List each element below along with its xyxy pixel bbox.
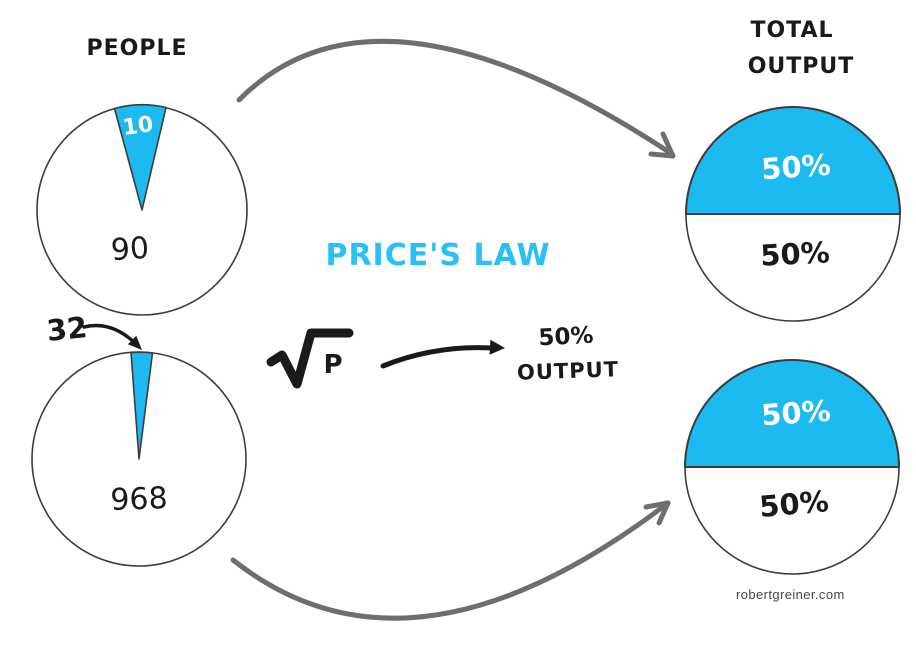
pie-people-top-small-slice-label: 10 <box>121 111 155 142</box>
pie-people-top-large-slice-label: 90 <box>109 230 151 269</box>
pie-people-bottom-small-slice-label: 32 <box>45 309 89 349</box>
formula-result-word: Output <box>516 357 620 385</box>
total-output-heading-line1: Total <box>750 18 834 43</box>
formula-result-arrow <box>380 345 495 369</box>
diagram-title: Price's Law <box>325 238 551 273</box>
sqrt-radical-icon <box>266 328 354 389</box>
pie-people-bottom-large-slice-label: 968 <box>109 481 169 518</box>
pie-output-top-half <box>685 106 901 215</box>
pie-output-top-blue-label: 50% <box>760 147 832 187</box>
label-32-pointer-arrowhead-icon <box>127 335 142 350</box>
sqrt-radicand-label: P <box>323 350 343 380</box>
formula-result-arrowhead-icon <box>489 339 505 355</box>
pie-people-bottom-wedge <box>130 351 154 460</box>
watermark-text: robertgreiner.com <box>736 587 845 602</box>
formula-result-percent: 50% <box>537 322 595 352</box>
pie-output-bottom-half <box>684 359 900 468</box>
people-heading: People <box>86 36 188 61</box>
pie-output-bottom-blue-label: 50% <box>760 393 832 433</box>
pie-output-top-white-label: 50% <box>759 235 831 273</box>
connector-arrow-bottom <box>230 500 671 621</box>
connector-arrow-bottom-head-icon <box>643 500 671 526</box>
pie-output-bottom-white-label: 50% <box>757 484 831 524</box>
total-output-heading-line2: Output <box>747 54 855 79</box>
connector-arrow-top <box>236 38 675 157</box>
connector-arrow-top-head-icon <box>648 131 676 159</box>
pie-people-top-wedge <box>113 103 167 211</box>
label-32-pointer-arrow <box>82 323 139 347</box>
